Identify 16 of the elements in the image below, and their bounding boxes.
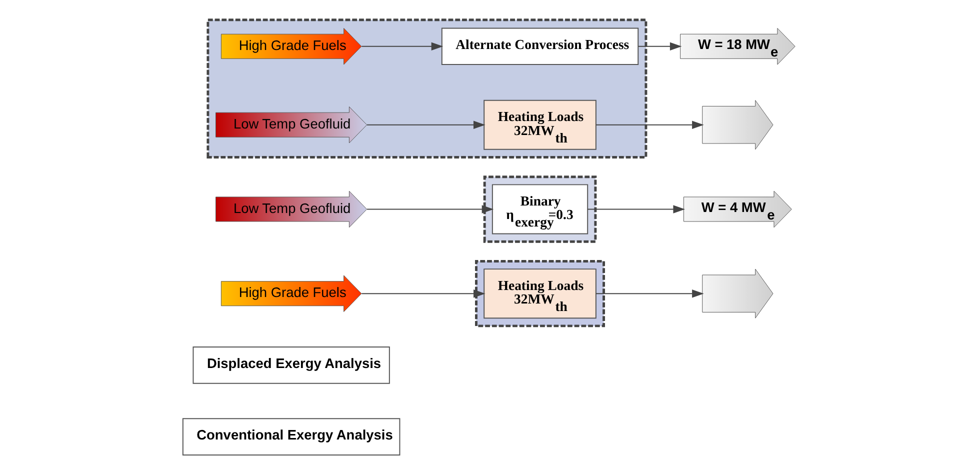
arrow: [361, 289, 486, 298]
arrow: [638, 42, 682, 50]
cluster: [475, 260, 605, 328]
arrow: [587, 205, 685, 214]
arrow: [366, 120, 486, 129]
node-box: Alternate Conversion Process: [441, 28, 639, 65]
node-arrow: [702, 268, 774, 318]
cluster: [483, 176, 597, 243]
node-arrow: [702, 100, 774, 150]
arrow: [596, 120, 704, 129]
node-box: Displaced Exergy Analysis: [192, 346, 390, 384]
arrow: [366, 205, 494, 214]
node-box: Conventional Exergy Analysis: [182, 418, 400, 456]
arrow: [596, 289, 704, 298]
cluster: [206, 18, 648, 158]
arrow: [361, 42, 444, 50]
